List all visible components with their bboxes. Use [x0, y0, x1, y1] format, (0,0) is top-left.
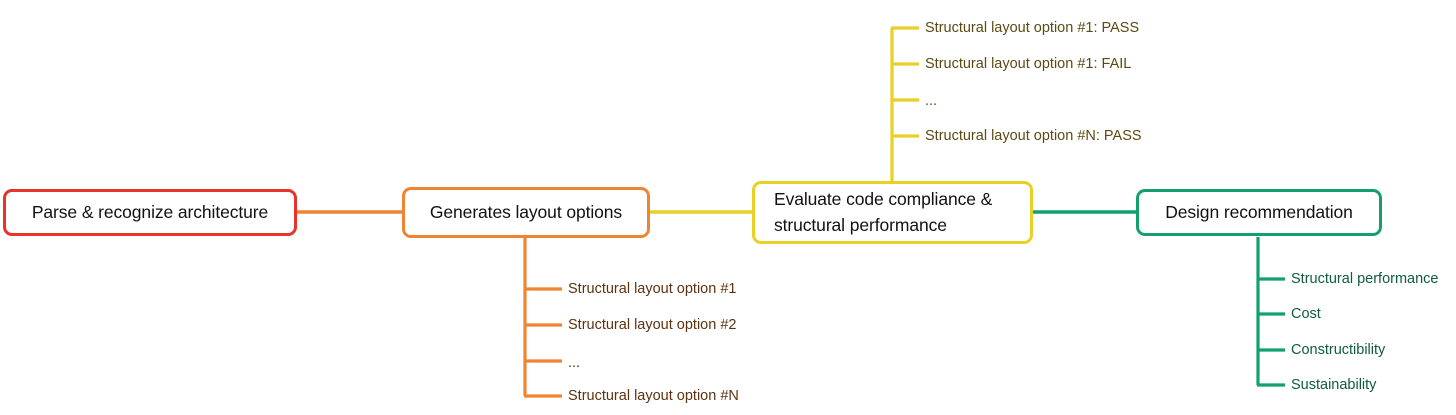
leaf-design-3: Constructibility [1291, 342, 1386, 358]
leaf-evaluate-3: ... [925, 93, 938, 109]
leaf-generates-2: Structural layout option #2 [568, 317, 737, 333]
leaf-generates-3: ... [568, 355, 581, 371]
node-evaluate-label-line1: Evaluate code compliance & [774, 189, 993, 210]
leaf-generates-1: Structural layout option #1 [568, 281, 737, 297]
leaf-evaluate-2: Structural layout option #1: FAIL [925, 56, 1132, 72]
node-evaluate-label-line2: structural performance [774, 214, 947, 235]
node-parse-label: Parse & recognize architecture [31, 201, 269, 222]
node-evaluate-label: Evaluate code compliance & structural pe… [774, 187, 992, 238]
leaf-design-4: Sustainability [1291, 377, 1377, 393]
node-design-label: Design recommendation [1165, 201, 1353, 222]
leaf-evaluate-1: Structural layout option #1: PASS [925, 20, 1140, 36]
leaf-evaluate-4: Structural layout option #N: PASS [925, 128, 1142, 144]
leaf-design-1: Structural performance [1291, 271, 1439, 287]
node-generates-label: Generates layout options [429, 201, 623, 222]
leaf-generates-4: Structural layout option #N [568, 388, 739, 404]
node-parse-recognize-architecture[interactable]: Parse & recognize architecture [3, 189, 297, 236]
node-evaluate-code-compliance[interactable]: Evaluate code compliance & structural pe… [752, 181, 1033, 244]
node-design-recommendation[interactable]: Design recommendation [1136, 189, 1382, 236]
leaf-design-2: Cost [1291, 306, 1321, 322]
node-generates-layout-options[interactable]: Generates layout options [402, 187, 650, 238]
